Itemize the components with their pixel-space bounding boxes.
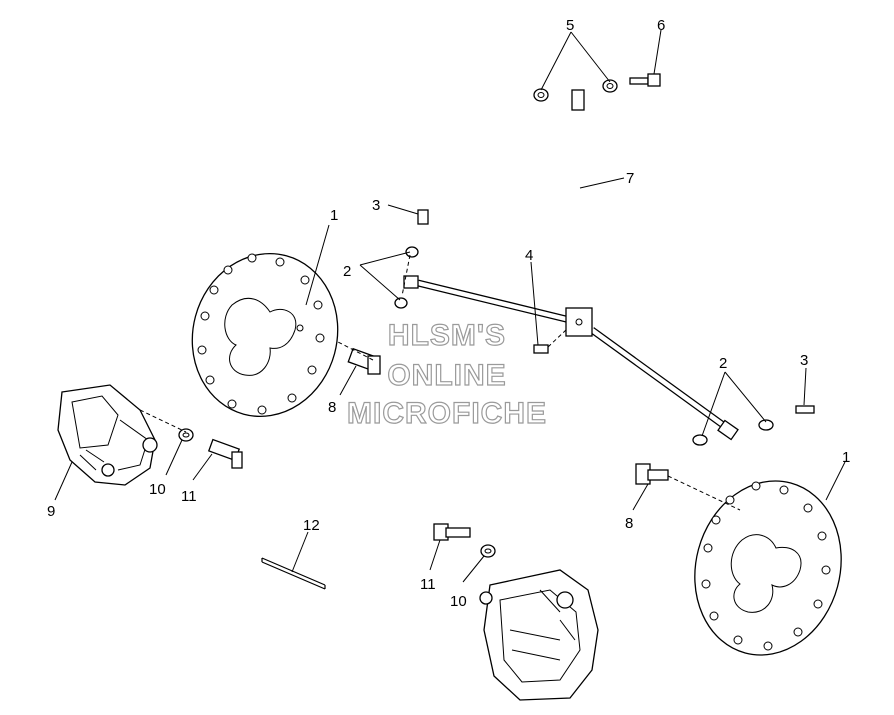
bolt-center bbox=[533, 344, 549, 354]
washer-right-a bbox=[692, 434, 708, 446]
dash-bolt-tee bbox=[547, 329, 567, 348]
brake-hose-vertical bbox=[571, 89, 585, 306]
washer-top-left bbox=[533, 88, 549, 102]
brake-hose-right bbox=[589, 327, 739, 441]
leader-4 bbox=[530, 261, 539, 346]
leader-1-right bbox=[825, 461, 846, 501]
leader-2-right bbox=[701, 371, 767, 437]
callout-3-right: 3 bbox=[800, 352, 808, 369]
leader-10-right bbox=[462, 555, 485, 583]
leader-8-left bbox=[339, 365, 357, 396]
leader-3-left bbox=[387, 204, 419, 215]
leader-7 bbox=[579, 177, 625, 189]
brake-disc-right bbox=[694, 480, 842, 656]
caliper-bolt-right-11 bbox=[433, 523, 471, 541]
callout-11-right: 11 bbox=[420, 576, 436, 593]
watermark-line-2: ONLINE bbox=[387, 359, 506, 392]
washer-right-b bbox=[758, 419, 774, 431]
dash-caliper-washer-left bbox=[139, 409, 187, 433]
callout-9: 9 bbox=[47, 503, 55, 520]
bolt-left bbox=[417, 209, 429, 225]
callout-11-left: 11 bbox=[181, 488, 197, 505]
washer-caliper-left-10 bbox=[178, 428, 194, 442]
leader-11-left bbox=[192, 453, 213, 481]
leader-2-left bbox=[359, 251, 411, 301]
brake-disc-left bbox=[191, 252, 339, 418]
callout-10-right: 10 bbox=[450, 593, 467, 610]
callout-8-left: 8 bbox=[328, 399, 336, 416]
callout-2-left: 2 bbox=[343, 263, 351, 280]
leader-12 bbox=[291, 531, 309, 573]
callout-1-right: 1 bbox=[842, 449, 850, 466]
callout-6: 6 bbox=[657, 17, 665, 34]
brake-hose-left bbox=[403, 275, 571, 324]
brake-caliper-right bbox=[479, 569, 599, 701]
callout-8-right: 8 bbox=[625, 515, 633, 532]
leader-5 bbox=[540, 31, 611, 91]
callout-5: 5 bbox=[566, 17, 574, 34]
brake-line-tee-junction bbox=[565, 307, 593, 337]
callout-3-left: 3 bbox=[372, 197, 380, 214]
bolt-right bbox=[795, 405, 815, 414]
callout-12: 12 bbox=[303, 517, 320, 534]
caliper-bolt-left-11 bbox=[207, 438, 243, 469]
caliper-bolt-right-8 bbox=[635, 463, 669, 485]
washer-caliper-right-10 bbox=[480, 544, 496, 558]
dash-bolt-to-disc-right bbox=[667, 475, 741, 511]
leader-1-left bbox=[305, 224, 330, 306]
callout-7: 7 bbox=[626, 170, 634, 187]
callout-1-left: 1 bbox=[330, 207, 338, 224]
callout-10-left: 10 bbox=[149, 481, 166, 498]
washer-left-upper bbox=[405, 246, 419, 258]
watermark-line-1: HLSM'S bbox=[388, 319, 506, 352]
leader-9 bbox=[54, 461, 73, 501]
watermark-line-3: MICROFICHE bbox=[347, 397, 547, 430]
leader-10-left bbox=[165, 439, 183, 476]
leader-6 bbox=[653, 29, 662, 75]
leader-3-right bbox=[803, 367, 807, 406]
bolt-top bbox=[629, 73, 661, 87]
caliper-bolt-left-8 bbox=[347, 347, 381, 375]
leader-11-right bbox=[429, 539, 441, 571]
brake-caliper-left bbox=[57, 384, 158, 486]
leader-8-right bbox=[632, 483, 649, 511]
washer-top-right bbox=[602, 79, 618, 93]
washer-left-lower bbox=[394, 297, 408, 309]
callout-2-right: 2 bbox=[719, 355, 727, 372]
brake-shim bbox=[261, 557, 326, 590]
callout-4: 4 bbox=[525, 247, 533, 264]
